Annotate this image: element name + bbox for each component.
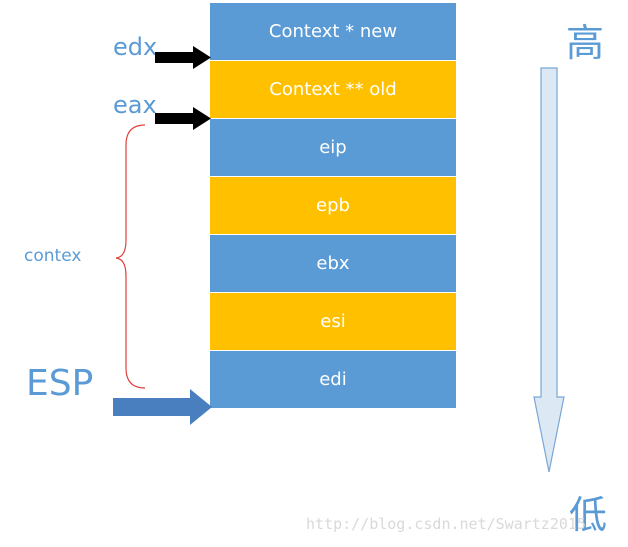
eax-label: eax	[113, 91, 157, 119]
low-label: 低	[569, 493, 608, 537]
stack-frame: Context * new Context ** old eip epb ebx…	[210, 3, 456, 409]
stack-cell-eip: eip	[210, 119, 456, 177]
contex-label: contex	[24, 246, 82, 266]
high-to-low-arrow	[533, 67, 565, 473]
cell-label: epb	[316, 195, 350, 216]
cell-label: ebx	[316, 253, 350, 274]
stack-cell-edi: edi	[210, 351, 456, 409]
stack-cell-context-new: Context * new	[210, 3, 456, 61]
esp-label: ESP	[26, 363, 94, 404]
cell-label: edi	[319, 369, 347, 390]
stack-cell-epb: epb	[210, 177, 456, 235]
esp-pointer-arrow	[113, 389, 212, 425]
watermark: http://blog.csdn.net/Swartz2015	[306, 515, 586, 533]
stack-cell-context-old: Context ** old	[210, 61, 456, 119]
contex-brace	[115, 124, 146, 389]
high-label: 高	[566, 21, 605, 65]
cell-label: Context ** old	[269, 79, 397, 100]
edx-label: edx	[113, 33, 158, 61]
cell-label: Context * new	[268, 21, 398, 42]
edx-pointer-arrow	[155, 46, 211, 69]
stack-cell-ebx: ebx	[210, 235, 456, 293]
cell-label: esi	[320, 311, 346, 332]
stack-cell-esi: esi	[210, 293, 456, 351]
eax-pointer-arrow	[155, 107, 211, 130]
cell-label: eip	[319, 137, 347, 158]
